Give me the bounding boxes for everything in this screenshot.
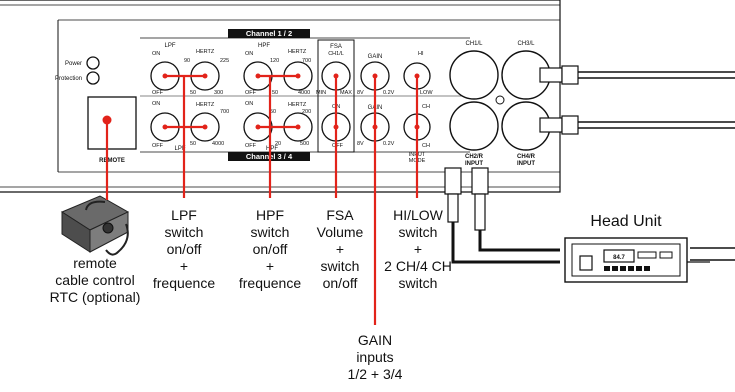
lpf-bottom-scale-a: 700	[220, 109, 229, 115]
power-led	[86, 56, 100, 70]
fsa-label: FSA	[330, 44, 342, 50]
hpf-top-off-label: OFF	[245, 90, 257, 96]
head-unit-display	[603, 249, 635, 263]
gain-bottom-min: 8V	[357, 141, 364, 147]
callout-lines	[105, 73, 420, 325]
lpf-bottom-scale-c: 50	[190, 141, 196, 147]
hpf-top-on-label: ON	[245, 51, 253, 57]
lpf-top-scale-a: 90	[184, 58, 190, 64]
ch-top-label: CH	[422, 104, 430, 110]
remote-label: REMOTE	[99, 158, 125, 164]
fsa-off-label: OFF	[332, 143, 344, 149]
gain-top-label: GAIN	[368, 54, 383, 60]
lpf-bottom-label: LPF	[174, 146, 185, 152]
hpf-bottom-label: HPF	[266, 146, 278, 152]
rca-ch1l-label: CH1/L	[465, 41, 483, 47]
hpf-top-scale-d: 4000	[298, 90, 310, 96]
fsa-min-label: MIN	[316, 90, 326, 96]
rca-ch2r-jack[interactable]	[449, 101, 499, 151]
lpf-top-hertz: HERTZ	[196, 49, 215, 55]
lpf-bottom-hertz: HERTZ	[196, 102, 215, 108]
low-label: LOW	[420, 90, 433, 96]
protection-label: Protection	[55, 76, 82, 82]
rca-plugs-right	[539, 65, 735, 135]
hpf-bottom-on-label: ON	[245, 101, 253, 107]
channel-1-2-header: Channel 1 / 2	[246, 29, 292, 38]
head-unit-display-text: 84.7	[613, 255, 625, 261]
hpf-bottom-scale-a: 50	[270, 109, 276, 115]
ch-bottom-label: CH	[422, 143, 430, 149]
head-unit-knob[interactable]	[579, 255, 593, 271]
lpf-bottom-scale-d: 4000	[212, 141, 224, 147]
lpf-top-scale-d: 300	[214, 90, 223, 96]
lpf-bottom-on-label: ON	[152, 101, 160, 107]
lpf-top-off-label: OFF	[152, 90, 164, 96]
lpf-top-scale-b: 225	[220, 58, 229, 64]
head-unit: Head Unit 84.7	[564, 213, 710, 283]
power-label: Power	[65, 61, 82, 67]
rca-ch1l-jack[interactable]	[449, 50, 499, 100]
head-unit-title: Head Unit	[590, 213, 662, 230]
hpf-top-scale-a: 120	[270, 58, 279, 64]
head-unit-preset-buttons[interactable]	[604, 266, 650, 271]
remote-control-knob[interactable]	[102, 222, 114, 234]
gain-top-min: 8V	[357, 90, 364, 96]
hpf-bottom-off-label: OFF	[245, 143, 257, 149]
lpf-top-on-label: ON	[152, 51, 160, 57]
hpf-bottom-scale-b: 200	[302, 109, 311, 115]
remote-port[interactable]: REMOTE	[87, 96, 137, 164]
protection-led	[86, 71, 100, 85]
lpf-top-group: LPF ON 90 225 HERTZ OFF 50 300	[150, 43, 229, 96]
hpf-bottom-scale-d: 500	[300, 141, 309, 147]
gain-bottom-max: 0.2V	[383, 141, 395, 147]
hpf-top-group: HPF ON 120 700 HERTZ OFF 50 4000	[243, 43, 313, 96]
lpf-top-label: LPF	[164, 43, 175, 49]
hpf-top-label: HPF	[258, 43, 270, 49]
hpf-top-scale-b: 700	[302, 58, 311, 64]
hpf-top-hertz: HERTZ	[288, 49, 307, 55]
rca-ch3l-label: CH3/L	[517, 41, 535, 47]
lpf-bottom-off-label: OFF	[152, 143, 164, 149]
hpf-top-scale-c: 50	[272, 90, 278, 96]
hi-label: HI	[418, 51, 424, 57]
gain-top-max: 0.2V	[383, 90, 395, 96]
remote-control-unit	[60, 195, 130, 256]
status-leds: Power Protection	[55, 56, 100, 85]
hpf-bottom-hertz: HERTZ	[288, 102, 307, 108]
hpf-bottom-scale-c: 20	[275, 141, 281, 147]
fsa-ch1l-label: CH1/L	[328, 51, 344, 57]
fsa-max-label: MAX	[340, 90, 352, 96]
lpf-top-scale-c: 50	[190, 90, 196, 96]
rca-center-screw	[495, 95, 505, 105]
rca-plugs-bottom	[444, 167, 735, 264]
